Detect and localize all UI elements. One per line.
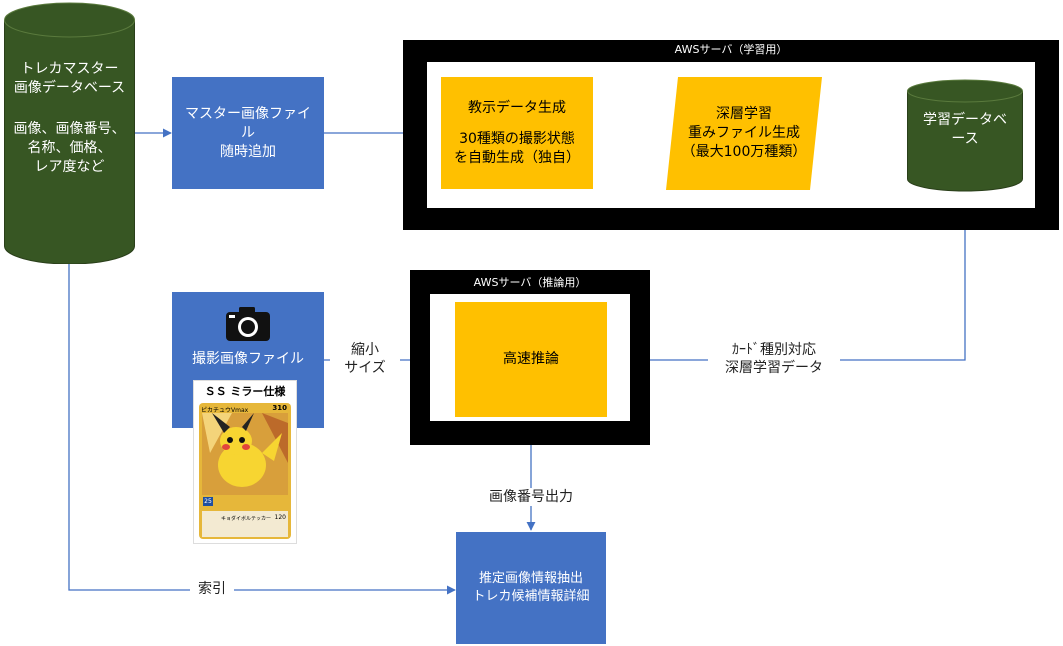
teacher-line-1: 教示データ生成 xyxy=(468,99,566,116)
aws-training-title: AWSサーバ（学習用） xyxy=(674,43,788,56)
card-image: ピカチュウVmax 310 25 キョダイボルテッカー 120 xyxy=(199,403,291,539)
card-type-line-1: ｶｰﾄﾞ種別対応 xyxy=(732,342,816,358)
learning-db-line-2: ース xyxy=(951,131,979,147)
learning-database-cylinder: 学習データベ ース xyxy=(907,79,1023,192)
fast-inference-box: 高速推論 xyxy=(455,302,607,417)
card-sample: ＳＳ ミラー仕様 ピカチュウVmax 310 25 キョダイボルテッカー 120 xyxy=(193,380,297,544)
deep-learning-shape xyxy=(666,77,822,190)
master-file-line-1: マスター画像ファイ xyxy=(185,105,311,122)
teacher-line-3: 30種類の撮影状態 xyxy=(459,130,575,147)
card-sample-title: ＳＳ ミラー仕様 xyxy=(204,385,286,398)
master-database-cylinder: トレカマスター 画像データベース 画像、画像番号、 名称、価格、 レア度など xyxy=(4,2,135,265)
master-db-detail-2: 名称、価格、 xyxy=(27,140,112,156)
deep-learning-box: 深層学習 重みファイル生成 （最大100万種類） xyxy=(678,77,810,189)
card-name: ピカチュウVmax xyxy=(201,407,249,414)
arrow-db-to-result-index xyxy=(68,258,456,595)
card-damage: 120 xyxy=(274,514,286,521)
camera-icon xyxy=(226,307,270,341)
master-image-file-box: マスター画像ファイ ル 随時追加 xyxy=(172,77,324,189)
master-db-title-1: トレカマスター xyxy=(20,61,119,77)
cylinder-shape xyxy=(4,2,135,265)
index-label: 索引 xyxy=(190,580,234,598)
pikachu-art xyxy=(202,413,288,495)
output-label: 画像番号出力 xyxy=(476,488,586,506)
master-db-title-2: 画像データベース xyxy=(13,80,126,96)
card-footer-text: キョダイボルテッカー xyxy=(221,516,272,522)
learning-cylinder-shape xyxy=(907,79,1023,192)
card-type-line-2: 深層学習データ xyxy=(725,360,823,376)
deep-line-3: （最大100万種類） xyxy=(681,143,807,160)
card-set-mark: 25 xyxy=(203,497,213,506)
shrink-size-label: 縮小 サイズ xyxy=(330,341,400,377)
card-type-label: ｶｰﾄﾞ種別対応 深層学習データ xyxy=(708,341,840,377)
deep-line-1: 深層学習 xyxy=(716,105,772,122)
photo-file-label: 撮影画像ファイル xyxy=(192,351,304,367)
fast-inference-label: 高速推論 xyxy=(503,351,559,367)
teacher-data-box: 教示データ生成 30種類の撮影状態 を自動生成（独自） xyxy=(441,77,593,189)
result-box: 推定画像情報抽出 トレカ候補情報詳細 xyxy=(456,532,606,644)
master-file-line-2: ル xyxy=(241,124,255,141)
shrink-label-line-2: サイズ xyxy=(344,360,386,376)
photo-image-file-box: 撮影画像ファイル xyxy=(172,292,324,428)
master-db-detail-3: レア度など xyxy=(34,159,105,175)
teacher-line-4: を自動生成（独自） xyxy=(454,149,580,166)
deep-line-2: 重みファイル生成 xyxy=(688,124,800,141)
master-db-detail-1: 画像、画像番号、 xyxy=(13,121,126,137)
result-line-2: トレカ候補情報詳細 xyxy=(472,589,590,604)
result-line-1: 推定画像情報抽出 xyxy=(478,571,583,586)
shrink-label-line-1: 縮小 xyxy=(351,342,379,358)
master-file-line-3: 随時追加 xyxy=(220,143,276,160)
aws-inference-title: AWSサーバ（推論用） xyxy=(473,276,587,289)
learning-db-line-1: 学習データベ xyxy=(923,112,1007,128)
card-hp: 310 xyxy=(272,404,287,412)
